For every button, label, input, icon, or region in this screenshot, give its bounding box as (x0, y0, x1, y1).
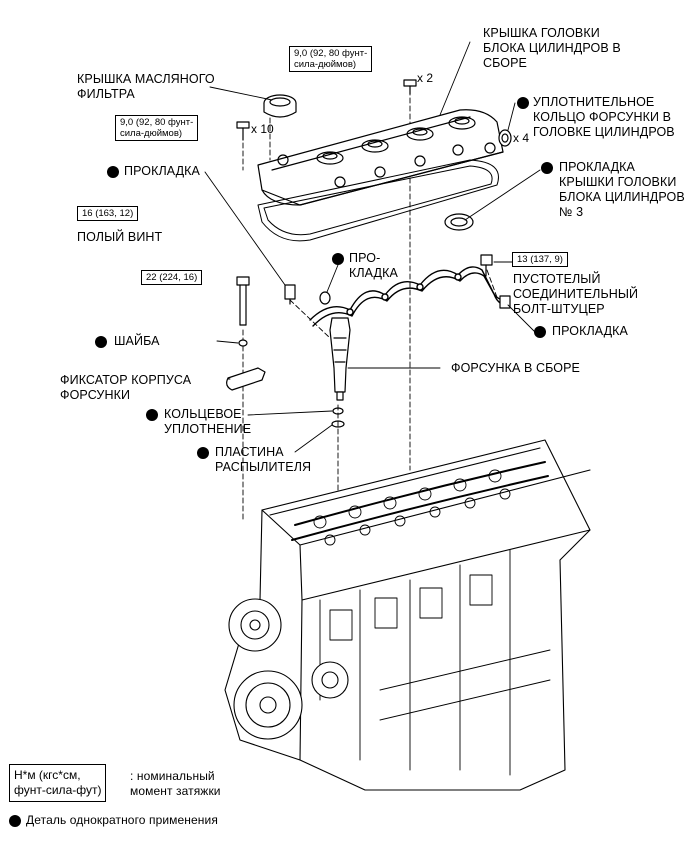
label-cylinder-head-cover-assy: КРЫШКА ГОЛОВКИ БЛОКА ЦИЛИНДРОВ В СБОРЕ (483, 26, 621, 70)
cylinder-head-cover-part (257, 109, 504, 206)
cover-bolts (236, 79, 417, 141)
label-injector-clamp: ФИКСАТОР КОРПУСА ФОРСУНКИ (60, 373, 192, 402)
split-gasket-part (319, 291, 331, 305)
label-gasket-split: ПРО- КЛАДКА (349, 251, 398, 280)
torque-spec-cover-side: 9,0 (92, 80 фунт- сила-дюймов) (115, 115, 199, 141)
cover-gasket-part (257, 159, 499, 242)
label-gasket-upper: ПРОКЛАДКА (124, 164, 200, 178)
label-gasket-right: ПРОКЛАДКА (552, 324, 628, 338)
torque-spec-union-bolt: 13 (137, 9) (512, 252, 568, 267)
injector-part (329, 317, 351, 401)
legend-non-reusable-marker (9, 815, 21, 827)
quantity-x2: x 2 (417, 71, 434, 85)
label-washer: ШАЙБА (114, 334, 160, 348)
leader-lines (204, 41, 541, 453)
union-bolt-part (480, 254, 511, 309)
label-injector-assy: ФОРСУНКА В СБОРЕ (451, 361, 580, 375)
quantity-x4: x 4 (513, 131, 530, 145)
non-reusable-marker (517, 97, 529, 109)
nozzle-plate-part (331, 420, 345, 428)
label-hollow-screw: ПОЛЫЙ ВИНТ (77, 230, 163, 244)
oil-filler-cap-part (263, 94, 297, 118)
legend-non-reusable-text: Деталь однократного применения (26, 813, 218, 827)
leakage-pipe-part (309, 266, 508, 327)
o-ring-part (332, 407, 344, 415)
non-reusable-marker (541, 162, 553, 174)
quantity-x10: x 10 (251, 122, 274, 136)
injector-clamp-part (226, 367, 266, 391)
label-head-cover-gasket-3: ПРОКЛАДКА КРЫШКИ ГОЛОВКИ БЛОКА ЦИЛИНДРОВ… (559, 160, 685, 219)
label-o-ring: КОЛЬЦЕВОЕ УПЛОТНЕНИЕ (164, 407, 252, 436)
non-reusable-marker (534, 326, 546, 338)
label-union-bolt: ПУСТОТЕЛЫЙ СОЕДИНИТЕЛЬНЫЙ БОЛТ-ШТУЦЕР (513, 272, 639, 316)
torque-spec-hollow-screw: 16 (163, 12) (77, 206, 139, 221)
hollow-screw-part (284, 284, 296, 305)
washer-part (238, 339, 248, 347)
non-reusable-marker (332, 253, 344, 265)
injector-seal-rings (444, 129, 512, 231)
torque-spec-clamp-bolt: 22 (224, 16) (141, 270, 203, 285)
label-oil-filler-cap: КРЫШКА МАСЛЯНОГО ФИЛЬТРА (77, 72, 215, 101)
torque-spec-cover-top: 9,0 (92, 80 фунт- сила-дюймов) (289, 46, 373, 72)
non-reusable-marker (95, 336, 107, 348)
engine-block-part (224, 439, 591, 791)
clamp-bolt-part (236, 276, 250, 326)
label-injector-seal-ring: УПЛОТНИТЕЛЬНОЕ КОЛЬЦО ФОРСУНКИ В ГОЛОВКЕ… (533, 95, 675, 139)
non-reusable-marker (197, 447, 209, 459)
legend-torque-box: Н*м (кгс*см, фунт-сила-фут) (9, 764, 107, 802)
non-reusable-marker (146, 409, 158, 421)
label-nozzle-plate: ПЛАСТИНА РАСПЫЛИТЕЛЯ (215, 445, 312, 474)
legend-torque-text: : номинальный момент затяжки (130, 769, 221, 798)
non-reusable-marker (107, 166, 119, 178)
